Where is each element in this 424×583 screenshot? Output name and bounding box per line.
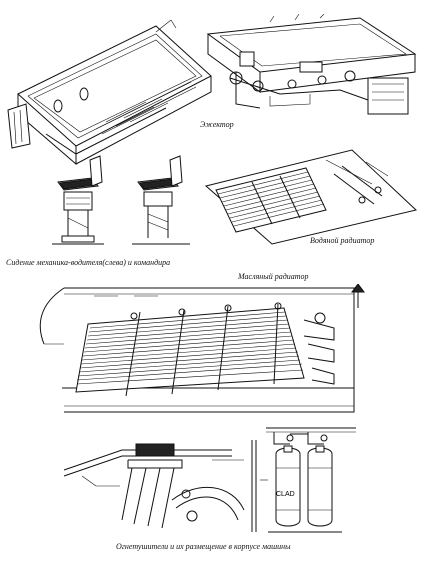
extinguisher-installation-drawing [62, 440, 248, 540]
extinguisher-bottles-drawing: CLAD [246, 420, 362, 540]
extinguisher-tag: CLAD [276, 491, 295, 498]
ejector-housing-drawing [6, 14, 216, 174]
caption-ejector: Эжектор [200, 120, 234, 129]
ejector-assembly-drawing [200, 14, 420, 124]
driver-seat [52, 155, 104, 245]
oil-radiator-drawing [34, 284, 374, 418]
commander-seat [132, 155, 190, 245]
water-radiator-drawing [202, 146, 420, 246]
caption-water-radiator: Водяной радиатор [310, 236, 375, 245]
seats-drawing [52, 152, 202, 248]
caption-oil-radiator: Масляный радиатор [238, 272, 309, 281]
caption-extinguishers: Огнетушители и их размещение в корпусе м… [116, 542, 291, 551]
caption-seats: Сидение механика-водителя(слева) и коман… [6, 258, 171, 267]
